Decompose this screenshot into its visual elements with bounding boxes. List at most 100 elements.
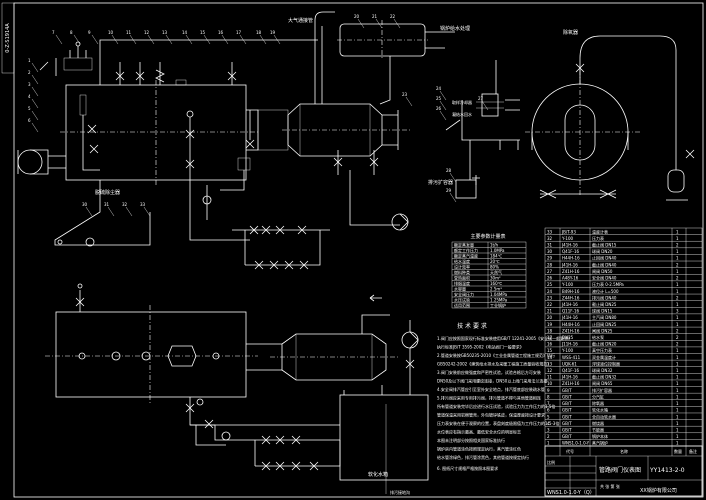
part-qty: 3	[676, 309, 679, 314]
part-name: 球阀 DN20	[592, 248, 613, 254]
lower-boiler-shell	[55, 311, 247, 398]
tech-note-line: 执行标准JB/T 3595-2002《电站阀门一般要求》	[437, 344, 524, 350]
leader-number: 3	[28, 82, 31, 87]
part-qty: 1	[676, 269, 679, 274]
part-name: 球阀 DN15	[592, 308, 613, 314]
tech-note-line: 本图未注明部分按照相关国家标准执行	[437, 437, 505, 443]
part-name: 锅炉本体	[592, 433, 608, 439]
part-name: 压力表 0-2.5MPa	[592, 281, 624, 287]
part-number: 4	[547, 421, 550, 426]
part-number: 25	[547, 282, 553, 287]
part-number: 15	[547, 348, 553, 353]
leader-number: 7	[52, 30, 55, 35]
deaerator-gauge	[667, 169, 685, 193]
part-qty: 1	[676, 355, 679, 360]
part-qty: 2	[676, 328, 679, 333]
title-block: 代号 名称 数量 备注 管路阀门仪表图 YY1413-2-0 WNS1.0-1.…	[544, 445, 703, 497]
part-code: J41H-16	[561, 315, 578, 320]
part-code: J41H-16	[561, 375, 578, 380]
label-condenser: 凝结水回水	[452, 111, 472, 117]
part-code: Q11F-16	[562, 309, 580, 314]
part-name: 温度计表	[592, 228, 608, 234]
param-value: 1t/h	[490, 242, 498, 247]
leader-number: 22	[390, 14, 396, 19]
part-qty: 1	[676, 289, 679, 294]
param-name: 额定工作压力	[454, 247, 478, 253]
tech-note-line: 给水管涂绿色，排污管涂黑色，其他管道按规定执行	[437, 454, 529, 460]
part-name: 主汽阀 DN80	[592, 314, 617, 320]
side-code-box	[1, 2, 15, 74]
part-code: Y-100	[561, 282, 574, 287]
part-qty: 2	[676, 342, 679, 347]
tech-note-line: 水位表应有指示最高、最低安全水位的明显标志	[437, 429, 521, 435]
leader-number: 16	[218, 30, 224, 35]
tech-note-final: 6. 图纸尺寸规格严格按照本图要求	[437, 465, 498, 471]
part-name: 软化水箱	[592, 407, 608, 413]
tech-note-line: 2.管道安装按GB50235-2010《工业金属管道工程施工规范》执行	[437, 352, 555, 358]
param-value: 30m²	[490, 275, 501, 280]
drawing-frame	[13, 2, 704, 498]
company-name: XX锅炉有限公司	[640, 487, 677, 494]
part-qty: 1	[676, 249, 679, 254]
feed-pump	[391, 213, 409, 231]
part-code: Z44H-16	[562, 295, 580, 300]
part-name: 浮球液位控制器	[592, 360, 620, 366]
leader-number: 12	[144, 30, 150, 35]
part-qty: 1	[676, 394, 679, 399]
part-number: 17	[547, 335, 553, 340]
part-qty: 1	[676, 361, 679, 366]
part-code: JB/T-93	[561, 229, 576, 234]
part-number: 26	[547, 276, 553, 281]
part-name: 排污扩容器	[592, 387, 612, 393]
part-qty: 1	[676, 408, 679, 413]
label-atmosphere: 大气通接管	[288, 17, 313, 24]
part-name: 全自动软水器	[592, 413, 616, 419]
drawing-title: 管路阀门仪表图	[599, 466, 641, 474]
lower-economizer	[281, 333, 387, 381]
leader-number: 18	[256, 30, 262, 35]
tech-note-line: 所有管道安装完毕后应进行水压试验，试验压力为工作压力的1.5倍	[437, 403, 555, 409]
leader-number: 23	[402, 92, 408, 97]
part-code: A48Y-16	[562, 276, 579, 281]
sample-cooler: 取样冷却器 凝结水回水 排污扩容器	[428, 60, 520, 199]
part-qty: 1	[676, 434, 679, 439]
technical-notes: 技 术 要 求 1.阀门应按照国家现行标准安装使用GB/T 12241-2005…	[437, 322, 572, 471]
leader-number: 14	[182, 30, 188, 35]
side-code: 0-Z-S1914A	[5, 23, 11, 53]
leader-number: 11	[126, 30, 132, 35]
tech-note-line: 锅炉房内管道涂色按照规定执行，蒸汽管涂红色	[437, 446, 521, 452]
part-number: 10	[547, 381, 553, 386]
lower-manhole	[167, 345, 197, 367]
lower-water-tank	[339, 394, 429, 481]
header-name: 名称	[620, 448, 628, 454]
part-number: 22	[547, 302, 553, 307]
param-name: 额定蒸汽温度	[454, 252, 478, 258]
top-valves	[99, 39, 318, 86]
part-code: J41H-16	[561, 243, 578, 248]
leader-number: 4	[28, 94, 31, 99]
part-number: 20	[547, 315, 553, 320]
leader-number: 15	[200, 30, 206, 35]
part-name: 截止阀 DN20	[592, 341, 617, 347]
param-name: 安全阀压力	[454, 291, 474, 297]
parameter-table-title: 主要参数计量表	[470, 233, 505, 240]
part-number: 9	[547, 388, 550, 393]
part-qty: 1	[676, 302, 679, 307]
part-code: GB/T	[562, 421, 572, 426]
part-number: 30	[547, 249, 553, 254]
part-code: Q41F-16	[562, 249, 580, 254]
leader-number: 28	[446, 168, 452, 173]
part-qty: 1	[676, 375, 679, 380]
label-sewage: 排污扩容器	[428, 179, 453, 186]
part-qty: 1	[676, 348, 679, 353]
param-name: 给水温度	[454, 258, 470, 264]
leader-number: 29	[446, 188, 452, 193]
part-qty: 1	[676, 236, 679, 241]
label-scale: 比例	[547, 459, 555, 465]
part-number: 28	[547, 262, 553, 267]
part-name: 给水泵	[592, 334, 604, 340]
part-qty: 1	[676, 229, 679, 234]
part-code: GB/T	[562, 394, 572, 399]
param-value: 1.04MPa	[490, 292, 508, 297]
